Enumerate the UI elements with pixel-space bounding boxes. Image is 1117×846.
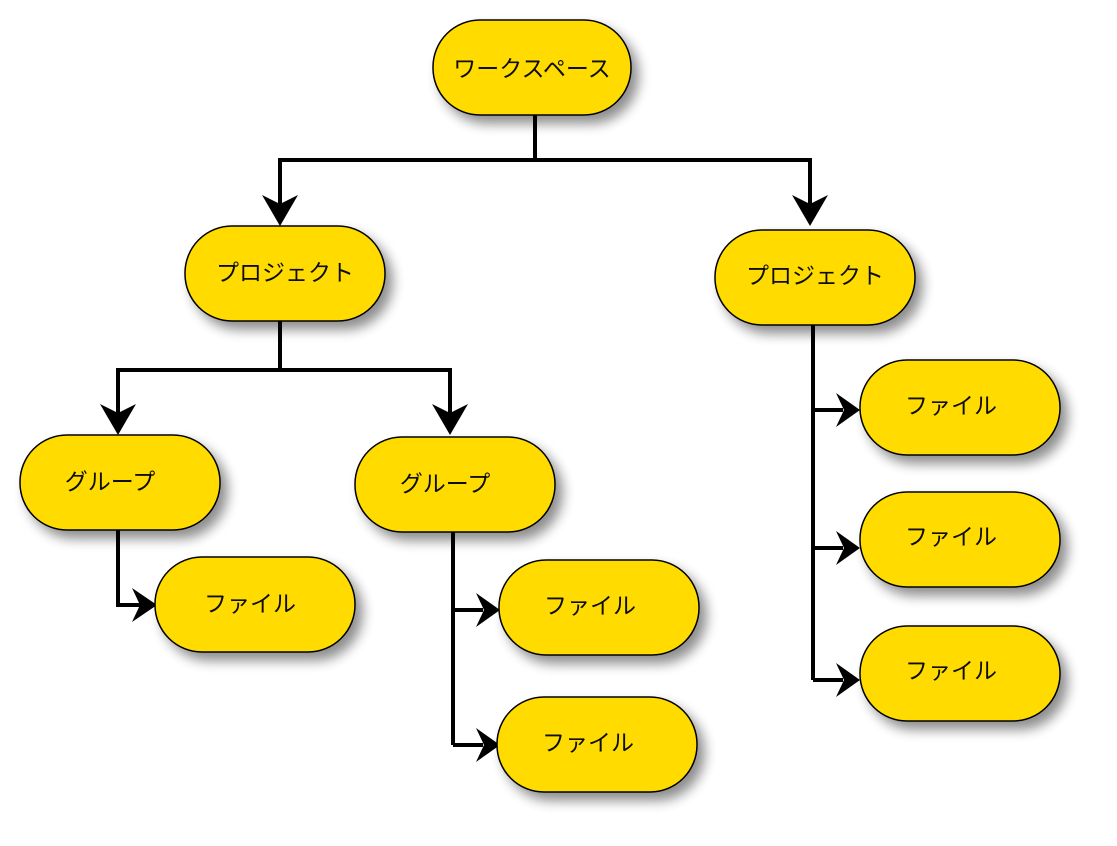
arrow-to-file-p2-1	[836, 393, 860, 427]
arrow-to-project-right	[792, 195, 828, 226]
node-project-left-label: プロジェクト	[216, 261, 354, 287]
node-file-label: ファイル	[204, 592, 296, 618]
node-file-label: ファイル	[542, 731, 634, 757]
edge-workspace-to-projects	[278, 115, 812, 205]
edge-project-left-to-groups	[116, 320, 452, 415]
edge-project-right-to-files	[811, 325, 843, 682]
node-file-label: ファイル	[905, 659, 997, 685]
node-file-g1-1: ファイル	[154, 556, 356, 653]
node-project-right-label: プロジェクト	[746, 264, 884, 290]
node-workspace-label: ワークスペース	[453, 57, 611, 83]
node-group-right-label: グループ	[400, 472, 491, 498]
node-file-g2-1: ファイル	[498, 559, 700, 656]
node-file-label: ファイル	[544, 594, 636, 620]
node-file-p2-2: ファイル	[859, 491, 1061, 588]
arrow-to-file-g1-1	[132, 588, 157, 622]
arrow-to-project-left	[262, 195, 298, 226]
node-file-label: ファイル	[905, 394, 997, 420]
arrow-to-file-p2-2	[836, 531, 860, 565]
node-file-p2-1: ファイル	[859, 359, 1061, 456]
edge-group-right-to-files	[451, 532, 483, 747]
edge-group-left-to-file	[116, 530, 140, 607]
node-group-right: グループ	[354, 436, 556, 533]
node-file-p2-3: ファイル	[859, 625, 1061, 722]
node-file-g2-2: ファイル	[496, 696, 698, 793]
arrow-to-group-left	[100, 404, 136, 435]
arrow-to-group-right	[432, 404, 468, 435]
arrow-to-file-g2-1	[476, 593, 500, 627]
node-project-left: プロジェクト	[184, 225, 386, 322]
node-file-label: ファイル	[905, 525, 997, 551]
node-group-left: グループ	[19, 434, 221, 531]
arrow-to-file-g2-2	[476, 728, 500, 762]
node-workspace: ワークスペース	[432, 19, 632, 116]
connectors	[100, 115, 860, 762]
nodes: ワークスペース プロジェクト プロジェクト グループ グループ ファイル	[19, 19, 1061, 793]
arrow-to-file-p2-3	[836, 663, 860, 697]
node-group-left-label: グループ	[65, 470, 156, 496]
node-project-right: プロジェクト	[714, 229, 916, 326]
